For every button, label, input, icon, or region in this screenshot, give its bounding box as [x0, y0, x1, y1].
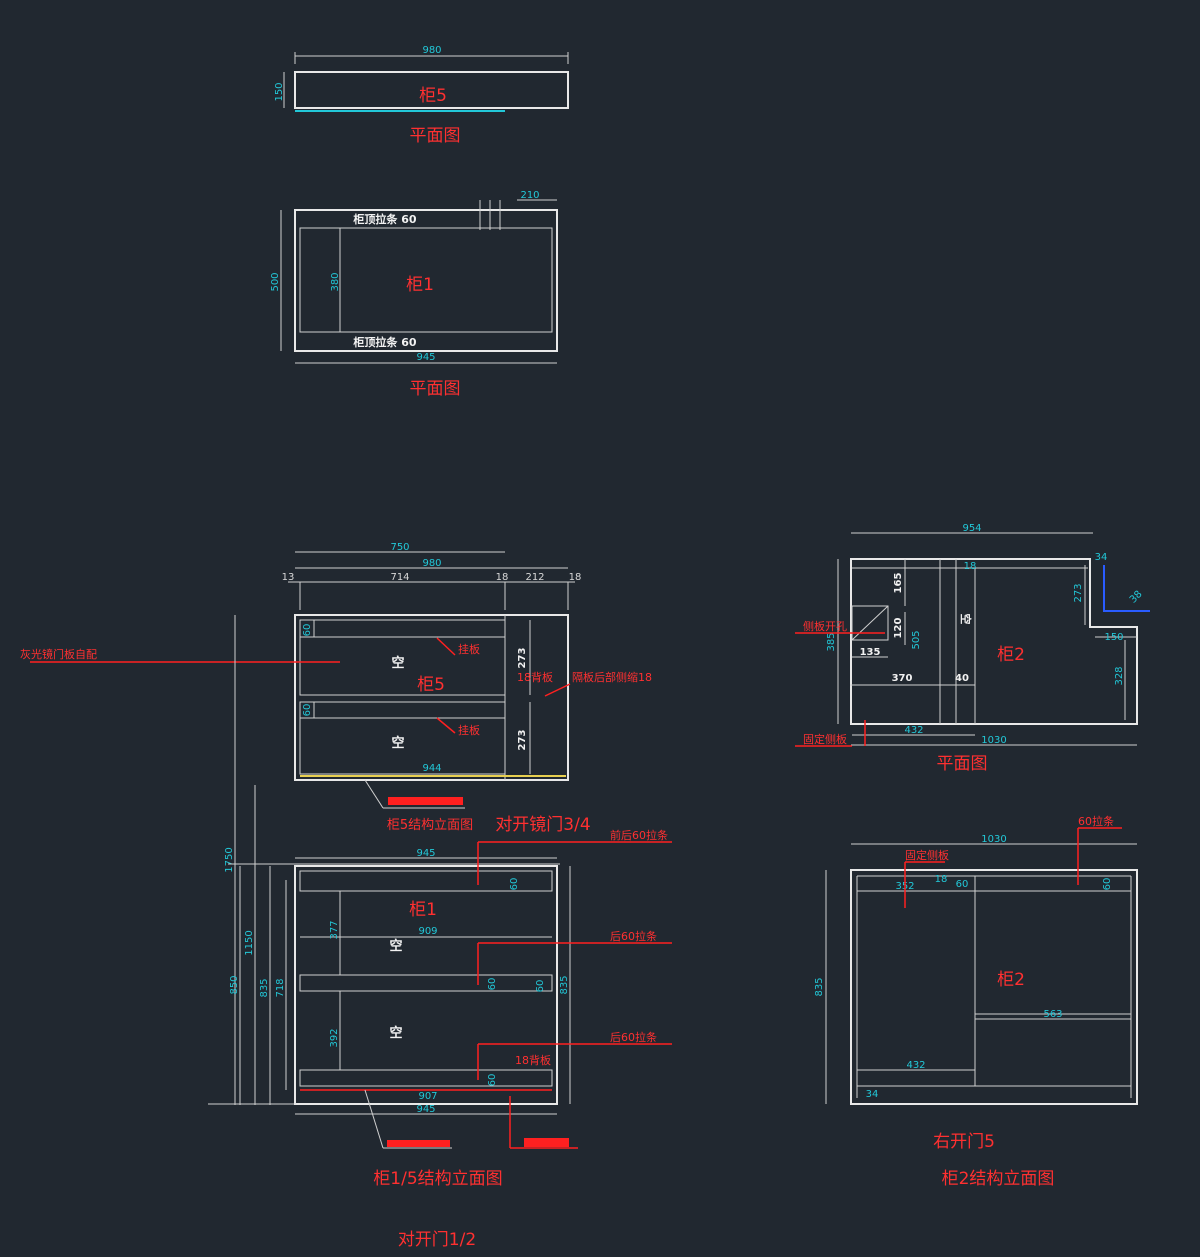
note-shelf-a: 挂板 — [458, 642, 480, 656]
note-shelf-b: 挂板 — [458, 723, 480, 737]
dim-18a: 18 — [496, 572, 509, 583]
cab2-door-note: 右开门5 — [933, 1132, 995, 1152]
cab2-dim-385: 385 — [826, 632, 837, 651]
note-strip-top: 前后60拉条 — [610, 828, 668, 842]
cab2-dim-38: 38 — [1128, 589, 1145, 606]
cab1-dim-depth: 500 — [270, 272, 281, 291]
cab2-dim-34: 34 — [1095, 552, 1108, 563]
door-note-bottom: 对开门1/2 — [398, 1230, 476, 1250]
cab2-plan-hollow: 空 — [959, 614, 973, 625]
cab1-strip-bottom: 柜顶拉条 60 — [352, 335, 416, 349]
cab2-note-b: 固定侧板 — [803, 732, 847, 746]
note-strip-mid: 后60拉条 — [610, 929, 657, 943]
cab1-elev-label: 柜1 — [409, 900, 437, 920]
cab2-dim-370: 370 — [892, 673, 913, 684]
note-back: 18背板 — [517, 670, 553, 684]
cab2-plan-caption: 平面图 — [937, 754, 988, 774]
dim-850: 850 — [229, 975, 240, 994]
cab2-elev-caption: 柜2结构立面图 — [942, 1169, 1055, 1189]
hollow-4: 空 — [389, 1025, 402, 1041]
door-note-top: 对开镜门3/4 — [495, 815, 590, 835]
dim-909: 909 — [418, 926, 437, 937]
cab2-dim-165: 165 — [893, 573, 904, 594]
dim-60e: 60 — [487, 1074, 498, 1087]
dim-718: 718 — [275, 978, 286, 997]
cab2e-dim-835: 835 — [814, 977, 825, 996]
dim-60f: 60 — [535, 980, 546, 993]
dim-60a: 60 — [302, 624, 313, 637]
cab1-plan-caption: 平面图 — [410, 379, 461, 399]
note-mirror: 灰光镜门板自配 — [20, 647, 97, 661]
cab2e-dim-432: 432 — [906, 1060, 925, 1071]
dim-945a: 945 — [416, 848, 435, 859]
cab1-dim-inner: 380 — [330, 272, 341, 291]
dim-1150: 1150 — [244, 930, 255, 955]
cab15-elev-caption: 柜1/5结构立面图 — [373, 1169, 502, 1189]
cab2-dim-432: 432 — [904, 725, 923, 736]
cab5-elev-label: 柜5 — [417, 675, 445, 695]
note-strip-bot: 后60拉条 — [610, 1030, 657, 1044]
note-back-b: 18背板 — [515, 1053, 551, 1067]
dim-392: 392 — [329, 1028, 340, 1047]
cab2e-dim-563: 563 — [1043, 1009, 1062, 1020]
dim-835a: 835 — [259, 978, 270, 997]
cab2-elev-label: 柜2 — [997, 970, 1025, 990]
cab2-dim-150: 150 — [1104, 632, 1123, 643]
cab1-strip-top: 柜顶拉条 60 — [352, 212, 416, 226]
cab2-dim-273: 273 — [1073, 583, 1084, 602]
cab15-elevation: 750 980 13 714 18 212 18 60 60 273 273 9… — [20, 542, 672, 1250]
cab2-dim-120: 120 — [893, 618, 904, 639]
hollow-3: 空 — [389, 938, 402, 954]
cab2e-dim-1030: 1030 — [981, 834, 1006, 845]
cab5-elev-caption: 柜5结构立面图 — [387, 818, 473, 833]
cab2-dim-954: 954 — [962, 523, 981, 534]
cab1-dim-width: 945 — [416, 352, 435, 363]
dim-714: 714 — [390, 572, 409, 583]
dim-273a: 273 — [517, 648, 528, 669]
dim-907: 907 — [418, 1091, 437, 1102]
dim-750: 750 — [390, 542, 409, 553]
cab2-note-a: 侧板开孔 — [803, 619, 847, 633]
cab2e-note-strip: 60拉条 — [1078, 814, 1114, 828]
cab5-dim-width: 980 — [422, 45, 441, 56]
cab2-dim-505: 505 — [911, 630, 922, 649]
cab2e-dim-60b: 60 — [1102, 878, 1113, 891]
cab2-plan: 954 385 165 120 505 135 370 40 18 34 273… — [795, 523, 1150, 774]
cab1-plan: 210 380 500 柜顶拉条 60 柜顶拉条 60 柜1 945 平面图 — [270, 190, 558, 399]
cab2-dim-18: 18 — [964, 561, 977, 572]
dim-273b: 273 — [517, 730, 528, 751]
cab2-plan-label: 柜2 — [997, 645, 1025, 665]
cab2e-dim-34: 34 — [866, 1089, 879, 1100]
cab2-dim-328: 328 — [1114, 666, 1125, 685]
dim-980: 980 — [422, 558, 441, 569]
dim-18b: 18 — [569, 572, 582, 583]
cab5-plan-label: 柜5 — [419, 86, 447, 106]
dim-60c: 60 — [509, 878, 520, 891]
hollow-2: 空 — [391, 735, 404, 751]
cab2e-note-fixed: 固定侧板 — [905, 848, 949, 862]
cab2-dim-1030: 1030 — [981, 735, 1006, 746]
cab5-dim-depth: 150 — [274, 82, 285, 101]
cab2-dim-40: 40 — [955, 673, 969, 684]
dim-212: 212 — [525, 572, 544, 583]
dim-13: 13 — [282, 572, 295, 583]
dim-944: 944 — [422, 763, 441, 774]
cab2-elevation: 1030 835 352 18 60 60 563 432 34 固定侧板 60… — [814, 814, 1138, 1189]
cab1-dim-top-right: 210 — [520, 190, 539, 201]
cab5-plan-caption: 平面图 — [410, 126, 461, 146]
dim-835b: 835 — [559, 975, 570, 994]
dim-60d: 60 — [487, 978, 498, 991]
dim-60b: 60 — [302, 704, 313, 717]
cab2-dim-135: 135 — [860, 647, 881, 658]
cab5-plan: 980 150 柜5 平面图 — [274, 45, 569, 146]
dim-377: 377 — [329, 920, 340, 939]
cab2e-dim-18: 18 — [935, 874, 948, 885]
note-partition: 隔板后部侧缩18 — [572, 670, 652, 684]
cab2e-dim-60a: 60 — [956, 879, 969, 890]
dim-945b: 945 — [416, 1104, 435, 1115]
cab1-plan-label: 柜1 — [406, 275, 434, 295]
hollow-1: 空 — [391, 655, 404, 671]
dim-1750: 1750 — [224, 847, 235, 872]
